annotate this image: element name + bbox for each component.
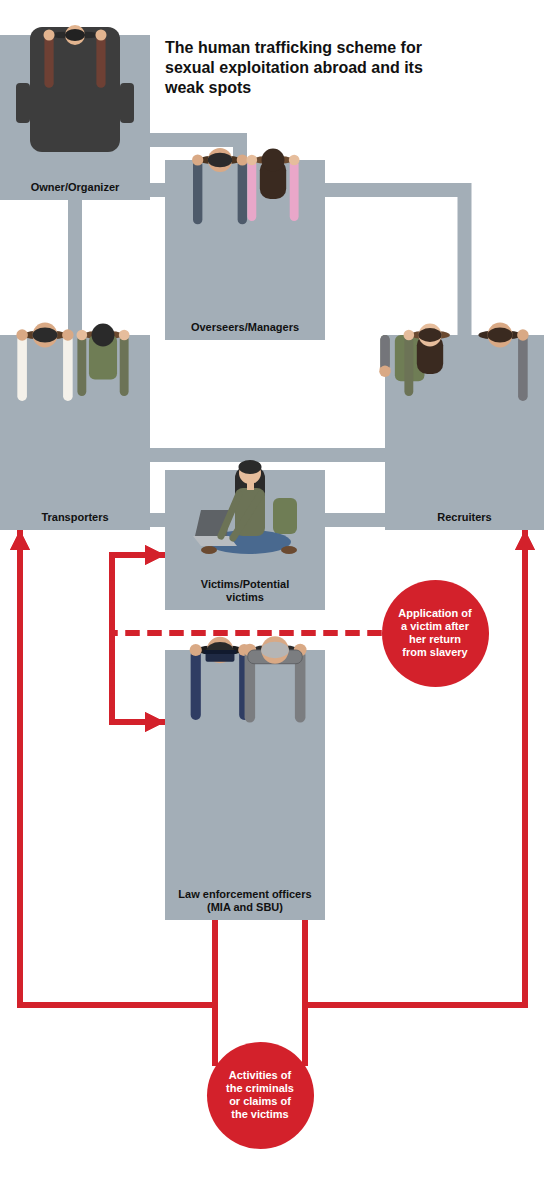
arm-group — [379, 335, 391, 377]
hand — [247, 155, 258, 166]
diagram-title: The human trafficking scheme for sexual … — [165, 38, 427, 98]
person-figure — [380, 324, 450, 397]
role-panel: Owner/Organizer — [0, 35, 150, 200]
person-figure — [192, 148, 248, 224]
callout-circle: Application of a victim after her return… — [382, 580, 489, 687]
head — [419, 324, 442, 347]
person-figure — [16, 323, 73, 401]
arm — [191, 650, 201, 720]
arm — [193, 160, 202, 224]
hand — [95, 29, 106, 40]
connector — [325, 513, 385, 527]
arm — [233, 494, 261, 538]
cap-brim — [204, 650, 237, 654]
connector — [305, 530, 525, 1005]
role-panel: Victims/Potential victims — [165, 470, 325, 610]
hand — [119, 330, 130, 341]
connector — [305, 530, 525, 1066]
head — [92, 324, 115, 347]
hand — [77, 330, 88, 341]
node-label: Owner/Organizer — [31, 181, 120, 194]
hand — [192, 154, 203, 165]
role-illustration — [385, 335, 544, 530]
node-label: Transporters — [41, 511, 108, 524]
head — [33, 323, 58, 348]
arm — [44, 35, 53, 88]
arm — [518, 335, 528, 401]
figure-group — [379, 323, 528, 401]
hand — [379, 366, 391, 378]
person-figure — [77, 324, 130, 397]
head — [262, 149, 285, 172]
hand — [16, 329, 28, 341]
connector — [150, 513, 165, 527]
node-label: Victims/Potential victims — [190, 578, 300, 604]
hair — [208, 153, 233, 168]
arm — [247, 160, 256, 221]
hand — [517, 329, 529, 341]
arm — [63, 335, 73, 401]
figure-group — [192, 148, 299, 224]
hair — [239, 460, 262, 474]
backpack — [273, 498, 297, 534]
arm — [96, 35, 105, 88]
connector — [112, 633, 382, 722]
arm — [120, 335, 129, 396]
role-illustration — [0, 35, 150, 200]
head — [65, 25, 85, 45]
title-block: The human trafficking scheme for sexual … — [165, 38, 427, 98]
arm — [290, 160, 299, 221]
person-figure — [379, 323, 528, 401]
hair — [418, 328, 441, 342]
head — [208, 148, 232, 172]
chair-arm — [120, 83, 134, 123]
hand — [237, 154, 248, 165]
chair — [30, 27, 120, 152]
arm — [77, 335, 86, 396]
figure-group — [193, 460, 297, 554]
hair — [261, 642, 289, 658]
node-label: Activities of the criminals or claims of… — [222, 1069, 298, 1121]
hair — [487, 328, 512, 343]
hand — [404, 330, 415, 341]
node-label: Application of a victim after her return… — [397, 607, 473, 659]
hair — [65, 29, 85, 41]
shoe — [201, 546, 217, 554]
person-figure — [243, 636, 306, 722]
arm — [238, 160, 247, 224]
hand — [289, 155, 300, 166]
role-panel: Law enforcement officers (MIA and SBU) — [165, 650, 325, 920]
role-illustration — [165, 650, 325, 920]
arm — [17, 335, 27, 401]
shoe — [281, 546, 297, 554]
role-panel: Overseers/Managers — [165, 160, 325, 340]
role-panel: Transporters — [0, 335, 150, 530]
role-illustration — [0, 335, 150, 530]
connector — [150, 448, 385, 462]
hand — [62, 329, 74, 341]
arm — [404, 335, 413, 396]
hair — [32, 328, 57, 343]
callout-circle: Activities of the criminals or claims of… — [207, 1042, 314, 1149]
role-illustration — [165, 160, 325, 340]
role-panel: Recruiters — [385, 335, 544, 530]
figure-group — [190, 636, 307, 722]
person-figure — [247, 149, 300, 222]
node-label: Law enforcement officers (MIA and SBU) — [173, 888, 318, 914]
hand — [190, 644, 202, 656]
person-figure — [44, 25, 107, 88]
node-label: Overseers/Managers — [191, 321, 299, 334]
connector — [112, 555, 165, 722]
connector — [325, 190, 465, 335]
hand — [44, 29, 55, 40]
head — [261, 636, 288, 663]
head — [488, 323, 513, 348]
figure-group — [16, 323, 129, 401]
chair-arm — [16, 83, 30, 123]
connector — [75, 190, 165, 335]
person-figure — [190, 637, 251, 720]
figure-group — [16, 25, 134, 152]
node-label: Recruiters — [437, 511, 491, 524]
